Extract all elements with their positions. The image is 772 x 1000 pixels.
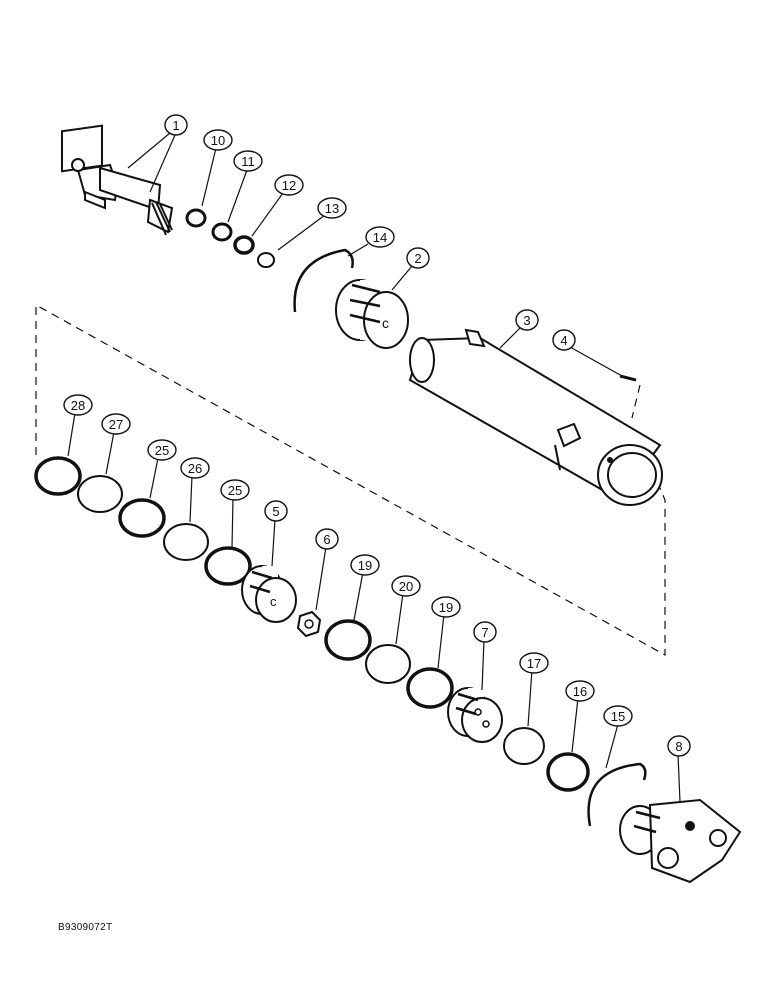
callout-25b: 25 <box>220 479 250 501</box>
callout-14: 14 <box>365 226 395 248</box>
part-6-nut <box>296 610 322 638</box>
figure-code: B9309072T <box>58 922 113 933</box>
callout-17: 17 <box>519 652 549 674</box>
callout-5: 5 <box>264 500 288 522</box>
part-17-o-ring <box>503 727 545 765</box>
part-7-piston <box>447 687 503 743</box>
callout-11: 11 <box>233 150 263 172</box>
part-8-base-end <box>619 798 742 884</box>
part-5-piston: c <box>241 565 297 623</box>
svg-text:14: 14 <box>373 230 387 245</box>
part-27-seal-ring <box>77 475 123 513</box>
callout-13: 13 <box>317 197 347 219</box>
svg-text:12: 12 <box>282 178 296 193</box>
svg-text:19: 19 <box>358 558 372 573</box>
part-28-seal-ring <box>34 456 82 496</box>
callout-25a: 25 <box>147 439 177 461</box>
callout-6: 6 <box>315 528 339 550</box>
svg-text:15: 15 <box>611 709 625 724</box>
callout-8: 8 <box>667 735 691 757</box>
part-1-piston-rod <box>61 124 174 236</box>
part-10-wiper-seal <box>185 208 207 228</box>
part-19-seal-ring-b <box>406 667 454 709</box>
svg-text:19: 19 <box>439 600 453 615</box>
part-14-retaining-ring <box>293 248 354 313</box>
svg-text:27: 27 <box>109 417 123 432</box>
part-3-cylinder-tube <box>408 328 663 506</box>
dashed-line-tube-port <box>631 384 641 419</box>
part-26-seal-ring <box>163 523 209 561</box>
svg-text:26: 26 <box>188 461 202 476</box>
part-25-seal-ring-a <box>118 498 166 538</box>
part-25-seal-ring-b <box>204 546 252 586</box>
svg-text:13: 13 <box>325 201 339 216</box>
callout-19a: 19 <box>350 554 380 576</box>
callout-28: 28 <box>63 394 93 416</box>
callout-3: 3 <box>515 309 539 331</box>
svg-text:28: 28 <box>71 398 85 413</box>
part-13-o-ring <box>257 252 275 268</box>
svg-text:4: 4 <box>560 333 567 348</box>
svg-text:5: 5 <box>272 504 279 519</box>
svg-text:25: 25 <box>155 443 169 458</box>
callout-20: 20 <box>391 575 421 597</box>
svg-text:7: 7 <box>481 625 488 640</box>
svg-text:25: 25 <box>228 483 242 498</box>
callout-19b: 19 <box>431 596 461 618</box>
assembly-dashed-line <box>35 303 666 657</box>
svg-text:8: 8 <box>675 739 682 754</box>
callout-1: 1 <box>164 114 188 136</box>
svg-text:16: 16 <box>573 684 587 699</box>
svg-text:2: 2 <box>414 251 421 266</box>
part-2-gland: c <box>335 279 409 349</box>
svg-text:c: c <box>382 315 389 331</box>
part-12-backup-ring <box>233 235 255 255</box>
callout-26: 26 <box>180 457 210 479</box>
part-16-backup-ring <box>546 752 590 792</box>
callout-27: 27 <box>101 413 131 435</box>
part-15-retaining-ring <box>587 762 647 827</box>
part-4-grease-fitting <box>619 374 637 382</box>
callout-2: 2 <box>406 247 430 269</box>
svg-text:11: 11 <box>241 154 255 169</box>
svg-text:17: 17 <box>527 656 541 671</box>
svg-text:c: c <box>270 594 277 609</box>
callout-7: 7 <box>473 621 497 643</box>
svg-text:3: 3 <box>523 313 530 328</box>
callout-12: 12 <box>274 174 304 196</box>
svg-text:10: 10 <box>211 133 225 148</box>
part-19-seal-ring-a <box>324 619 372 661</box>
callout-10: 10 <box>203 129 233 151</box>
svg-text:1: 1 <box>172 118 179 133</box>
svg-text:20: 20 <box>399 579 413 594</box>
part-20-seal-ring <box>365 644 411 684</box>
callout-15: 15 <box>603 705 633 727</box>
callout-4: 4 <box>552 329 576 351</box>
part-11-rod-seal <box>211 222 233 242</box>
callout-16: 16 <box>565 680 595 702</box>
svg-text:6: 6 <box>323 532 330 547</box>
leader-lines <box>67 132 681 803</box>
